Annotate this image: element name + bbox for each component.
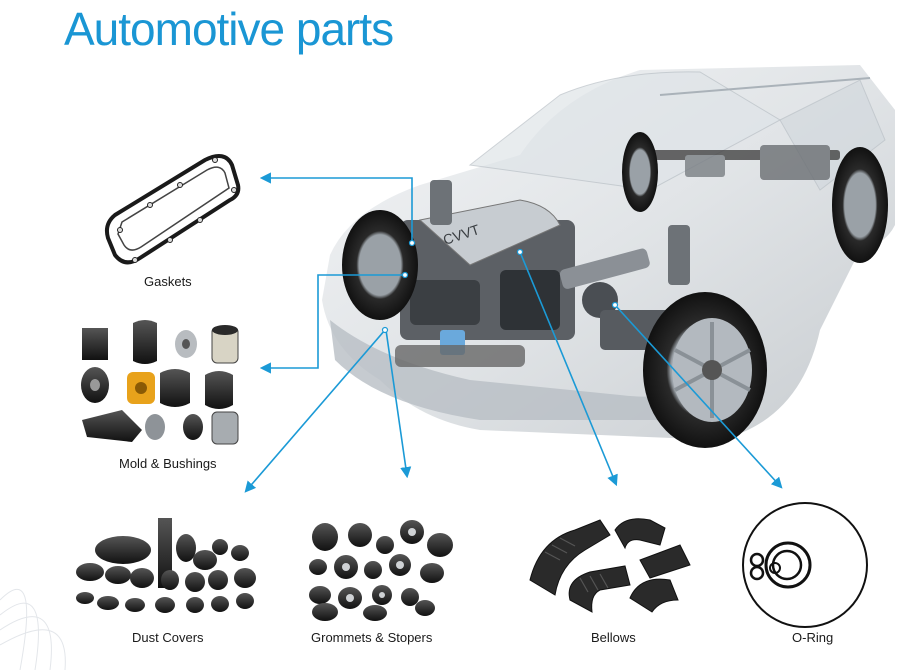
gaskets-label: Gaskets	[144, 274, 192, 289]
bushings-image	[81, 320, 239, 445]
car-cutaway-image: CVVT	[322, 65, 895, 448]
o-ring-label: O-Ring	[792, 630, 834, 645]
background-wave-lines	[0, 588, 66, 670]
dust-covers-label: Dust Covers	[132, 630, 204, 645]
grommets-image	[309, 520, 453, 621]
bellows-image	[529, 518, 691, 613]
o-ring-image	[742, 502, 868, 628]
dust-covers-image	[76, 518, 256, 613]
page-title: Automotive parts	[64, 3, 394, 55]
gasket-image	[104, 154, 241, 265]
mold-bushings-label: Mold & Bushings	[119, 456, 217, 471]
callout-arrows	[244, 172, 783, 493]
bellows-label: Bellows	[591, 630, 636, 645]
grommets-stopers-label: Grommets & Stopers	[311, 630, 433, 645]
